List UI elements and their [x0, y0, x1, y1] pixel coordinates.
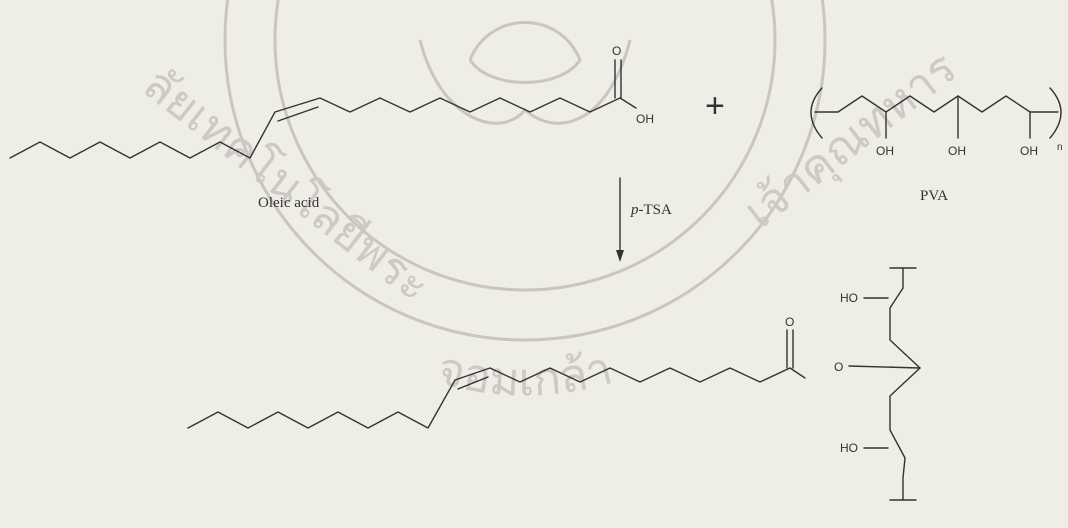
pva-oh-label-3: OH [1020, 144, 1038, 158]
pva-structure: OH OH OH n PVA [810, 87, 1063, 204]
watermark-left-text: ลัยเทคโนโลยีพระ [133, 56, 440, 313]
pva-backbone [814, 95, 1059, 113]
acid-oh-label: OH [636, 112, 654, 126]
product-ester-o-label: O [834, 360, 843, 374]
watermark-emblem-inner [468, 21, 582, 84]
cis-double-bond [277, 106, 319, 122]
pva-oh-label-1: OH [876, 144, 894, 158]
pva-right-bracket [1049, 87, 1062, 139]
acid-oh-bond [619, 97, 637, 109]
product-alkyl-chain [187, 367, 806, 429]
acid-oxygen-label: O [612, 44, 621, 58]
watermark-right-text: เจ้าคุณทหาร [734, 40, 968, 240]
product-ho-top-label: HO [840, 291, 858, 305]
watermark-inner-ring [273, 0, 777, 292]
watermark-outer-ring [223, 0, 827, 342]
watermark-bottom-text: จอมเกล้า [432, 340, 618, 406]
pva-left-bracket [810, 87, 823, 139]
oleic-acid-chain [9, 97, 621, 159]
pva-caption: PVA [920, 188, 948, 204]
pva-oh-label-2: OH [948, 144, 966, 158]
pva-repeat-n: n [1057, 142, 1063, 153]
product-ho-bottom-label: HO [840, 441, 858, 455]
product-carbonyl-o-label: O [785, 315, 794, 329]
oleic-acid-caption: Oleic acid [258, 195, 320, 211]
reaction-arrow: p-TSA [616, 177, 672, 262]
plus-sign: + [705, 87, 725, 125]
arrow-head [616, 250, 624, 262]
catalyst-label: p-TSA [630, 202, 672, 218]
product-cis-double-bond [457, 376, 489, 390]
product-structure: O O HO HO [187, 267, 921, 501]
oleic-acid-structure: O OH Oleic acid [9, 44, 654, 211]
product-pva-backbone [889, 267, 921, 501]
ester-o-bond [848, 365, 921, 369]
